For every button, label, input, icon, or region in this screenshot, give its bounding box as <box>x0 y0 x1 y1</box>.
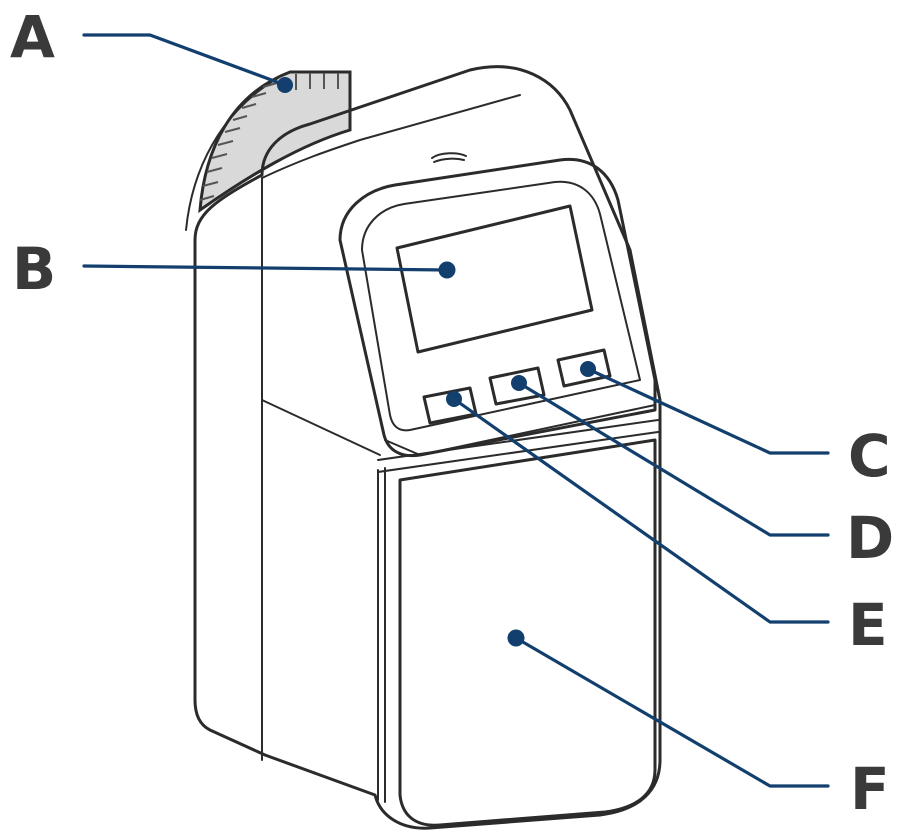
callout-label-c: C <box>848 422 891 490</box>
device-illustration <box>185 65 662 830</box>
callout-dot-d <box>511 375 527 391</box>
callout-dot-f <box>507 629 525 647</box>
callout-label-b: B <box>12 235 56 303</box>
battery-cover <box>398 438 657 827</box>
callout-dot-c <box>580 361 596 377</box>
top-vent-slot <box>431 152 467 159</box>
button-c <box>556 348 612 388</box>
callout-label-d: D <box>846 504 894 572</box>
leader-b <box>82 264 449 272</box>
front-panel <box>338 157 657 458</box>
callout-leaders <box>82 33 830 788</box>
leader-f <box>514 636 830 788</box>
display-screen <box>395 204 594 354</box>
leader-a <box>82 33 287 87</box>
callout-labels: A B C D E F <box>10 3 894 823</box>
callout-dot-b <box>438 261 456 279</box>
housing-body <box>193 65 662 830</box>
callout-label-e: E <box>848 591 888 659</box>
leader-c <box>586 367 830 455</box>
button-d <box>488 366 546 406</box>
callout-dot-e <box>446 391 462 407</box>
leader-d <box>517 381 830 537</box>
leader-e <box>452 397 830 624</box>
callout-label-a: A <box>10 3 55 71</box>
callout-dot-a <box>277 77 293 93</box>
callout-label-f: F <box>850 755 890 823</box>
